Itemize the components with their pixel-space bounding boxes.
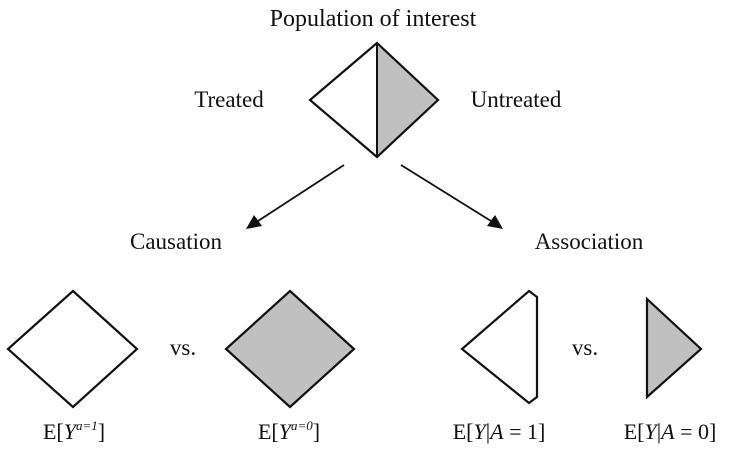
all-untreated-diamond bbox=[224, 289, 356, 409]
association-label: Association bbox=[535, 229, 644, 254]
treated-label: Treated bbox=[194, 87, 264, 112]
untreated-half-shape bbox=[645, 296, 703, 400]
treated-half-shape bbox=[460, 289, 539, 405]
causation-vs-label: vs. bbox=[170, 335, 196, 360]
expectation-y-given-a0-label: E[Y|A = 0] bbox=[624, 419, 717, 444]
population-diamond-untreated-half bbox=[377, 43, 438, 157]
expectation-ya1-label: E[Ya=1] bbox=[43, 418, 105, 444]
causation-label: Causation bbox=[130, 229, 222, 254]
association-vs-label: vs. bbox=[572, 335, 598, 360]
expectation-ya0-label: E[Ya=0] bbox=[258, 418, 320, 444]
population-diamond-treated-half bbox=[310, 43, 377, 157]
arrow-to-causation bbox=[246, 164, 345, 229]
population-title: Population of interest bbox=[270, 6, 477, 32]
population-diamond bbox=[308, 41, 440, 159]
expectation-y-given-a1-label: E[Y|A = 1] bbox=[453, 419, 546, 444]
arrow-to-association bbox=[400, 164, 503, 229]
untreated-label: Untreated bbox=[471, 87, 562, 112]
all-treated-diamond bbox=[6, 289, 139, 409]
